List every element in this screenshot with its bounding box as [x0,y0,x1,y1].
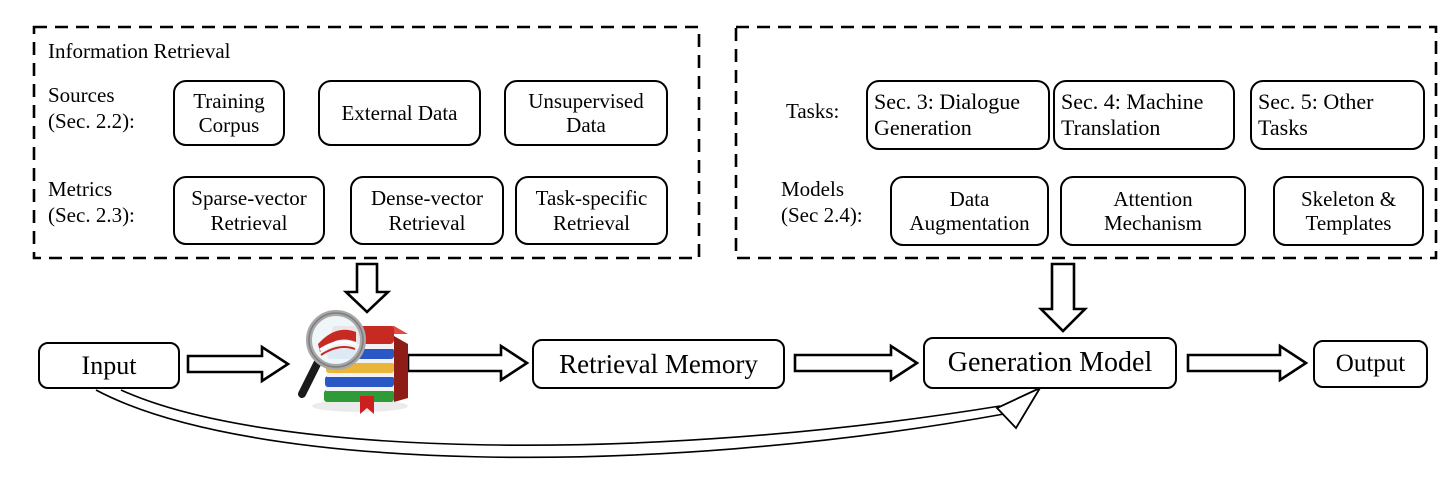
feedback-arrowhead [995,385,1043,430]
node-external-data: External Data [318,80,481,146]
arrow-retriever-to-memory [406,343,530,383]
node-dialogue-generation: Sec. 3: Dialogue Generation [866,80,1050,150]
arrow-input-to-retriever [186,344,291,384]
arrow-ir-panel-to-retriever [342,262,392,314]
arrow-models-panel-to-generation [1037,262,1089,333]
sources-label: Sources (Sec. 2.2): [48,83,135,133]
pipeline-input-box: Input [38,342,180,389]
books-magnifier-icon [298,310,408,414]
pipeline-output-box: Output [1313,340,1428,388]
metrics-label: Metrics (Sec. 2.3): [48,177,135,227]
pipeline-generation-model-box: Generation Model [923,337,1177,389]
node-attention-mechanism: Attention Mechanism [1060,176,1246,246]
feedback-curve-inner [120,389,1001,446]
information-retrieval-title: Information Retrieval [48,39,231,63]
node-data-augmentation: Data Augmentation [890,176,1049,246]
models-label: Models (Sec 2.4): [781,177,863,227]
node-unsupervised-data: Unsupervised Data [504,80,668,146]
pipeline-retrieval-memory-box: Retrieval Memory [532,339,785,389]
feedback-curve-outer [95,389,1005,459]
node-dense-vector-retrieval: Dense-vector Retrieval [350,176,504,245]
tasks-models-panel: Tasks: Sec. 3: Dialogue Generation Sec. … [736,27,1436,258]
arrow-generation-to-output [1186,343,1309,383]
node-skeleton-templates: Skeleton & Templates [1273,176,1424,246]
node-sparse-vector-retrieval: Sparse-vector Retrieval [173,176,325,245]
node-machine-translation: Sec. 4: Machine Translation [1053,80,1235,150]
tasks-label: Tasks: [786,99,840,123]
node-task-specific-retrieval: Task-specific Retrieval [515,176,668,245]
arrow-memory-to-generation [793,343,920,383]
information-retrieval-panel: Information Retrieval Sources (Sec. 2.2)… [34,27,699,258]
node-training-corpus: Training Corpus [173,80,285,146]
node-other-tasks: Sec. 5: Other Tasks [1250,80,1425,150]
